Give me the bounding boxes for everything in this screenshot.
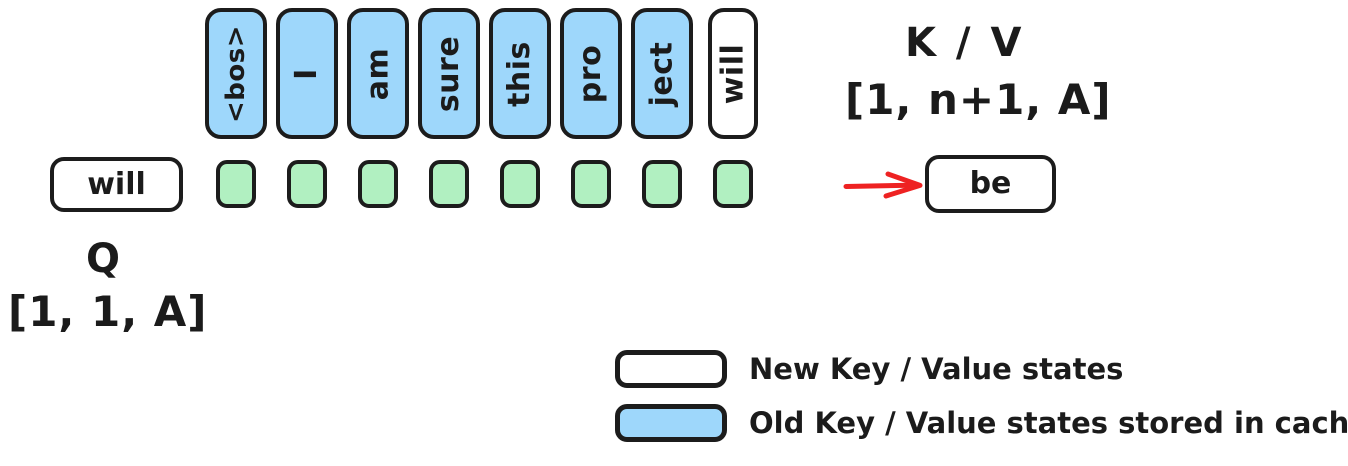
attention-cell[interactable]	[713, 160, 753, 208]
kv-token-label: I	[288, 67, 324, 80]
attention-cell[interactable]	[642, 160, 682, 208]
kv-token-box-this[interactable]: this	[489, 8, 551, 139]
kv-token-box-ject[interactable]: ject	[631, 8, 693, 139]
kv-token-box-I[interactable]: I	[276, 8, 338, 139]
attention-cell[interactable]	[429, 160, 469, 208]
output-token-box[interactable]: be	[925, 155, 1056, 213]
legend-label: New Key / Value states	[749, 352, 1124, 386]
kv-token-box-will[interactable]: will	[708, 8, 758, 139]
legend-row: New Key / Value states	[615, 346, 1348, 392]
kv-token-label: this	[502, 40, 537, 107]
kv-token-label: ject	[644, 41, 680, 106]
kv-token-box-pro[interactable]: pro	[560, 8, 622, 139]
query-token-box[interactable]: will	[50, 157, 183, 212]
kv-token-label: <bos>	[221, 24, 251, 123]
attention-cell[interactable]	[571, 160, 611, 208]
kv-token-box-bos[interactable]: <bos>	[205, 8, 267, 139]
q-label-title: Q	[86, 236, 123, 282]
legend-swatch	[615, 350, 727, 388]
kv-token-box-am[interactable]: am	[347, 8, 409, 139]
attention-cell[interactable]	[358, 160, 398, 208]
attention-cell[interactable]	[500, 160, 540, 208]
legend-row: Old Key / Value states stored in cache	[615, 400, 1348, 446]
kv-token-label: pro	[573, 44, 609, 103]
kv-label-title: K / V	[905, 20, 1025, 66]
kv-token-label: sure	[431, 35, 467, 112]
kv-token-label: am	[359, 47, 395, 100]
output-token-label: be	[969, 166, 1012, 201]
legend-label: Old Key / Value states stored in cache	[749, 406, 1348, 440]
q-label-shape: [1, 1, A]	[8, 287, 208, 336]
kv-token-box-sure[interactable]: sure	[418, 8, 480, 139]
red-arrow-icon	[843, 171, 923, 199]
kv-token-label: will	[715, 43, 751, 104]
attention-cell[interactable]	[216, 160, 256, 208]
kv-label-shape: [1, n+1, A]	[845, 75, 1112, 124]
query-token-label: will	[87, 166, 146, 202]
legend-swatch	[615, 404, 727, 442]
attention-cell[interactable]	[287, 160, 327, 208]
